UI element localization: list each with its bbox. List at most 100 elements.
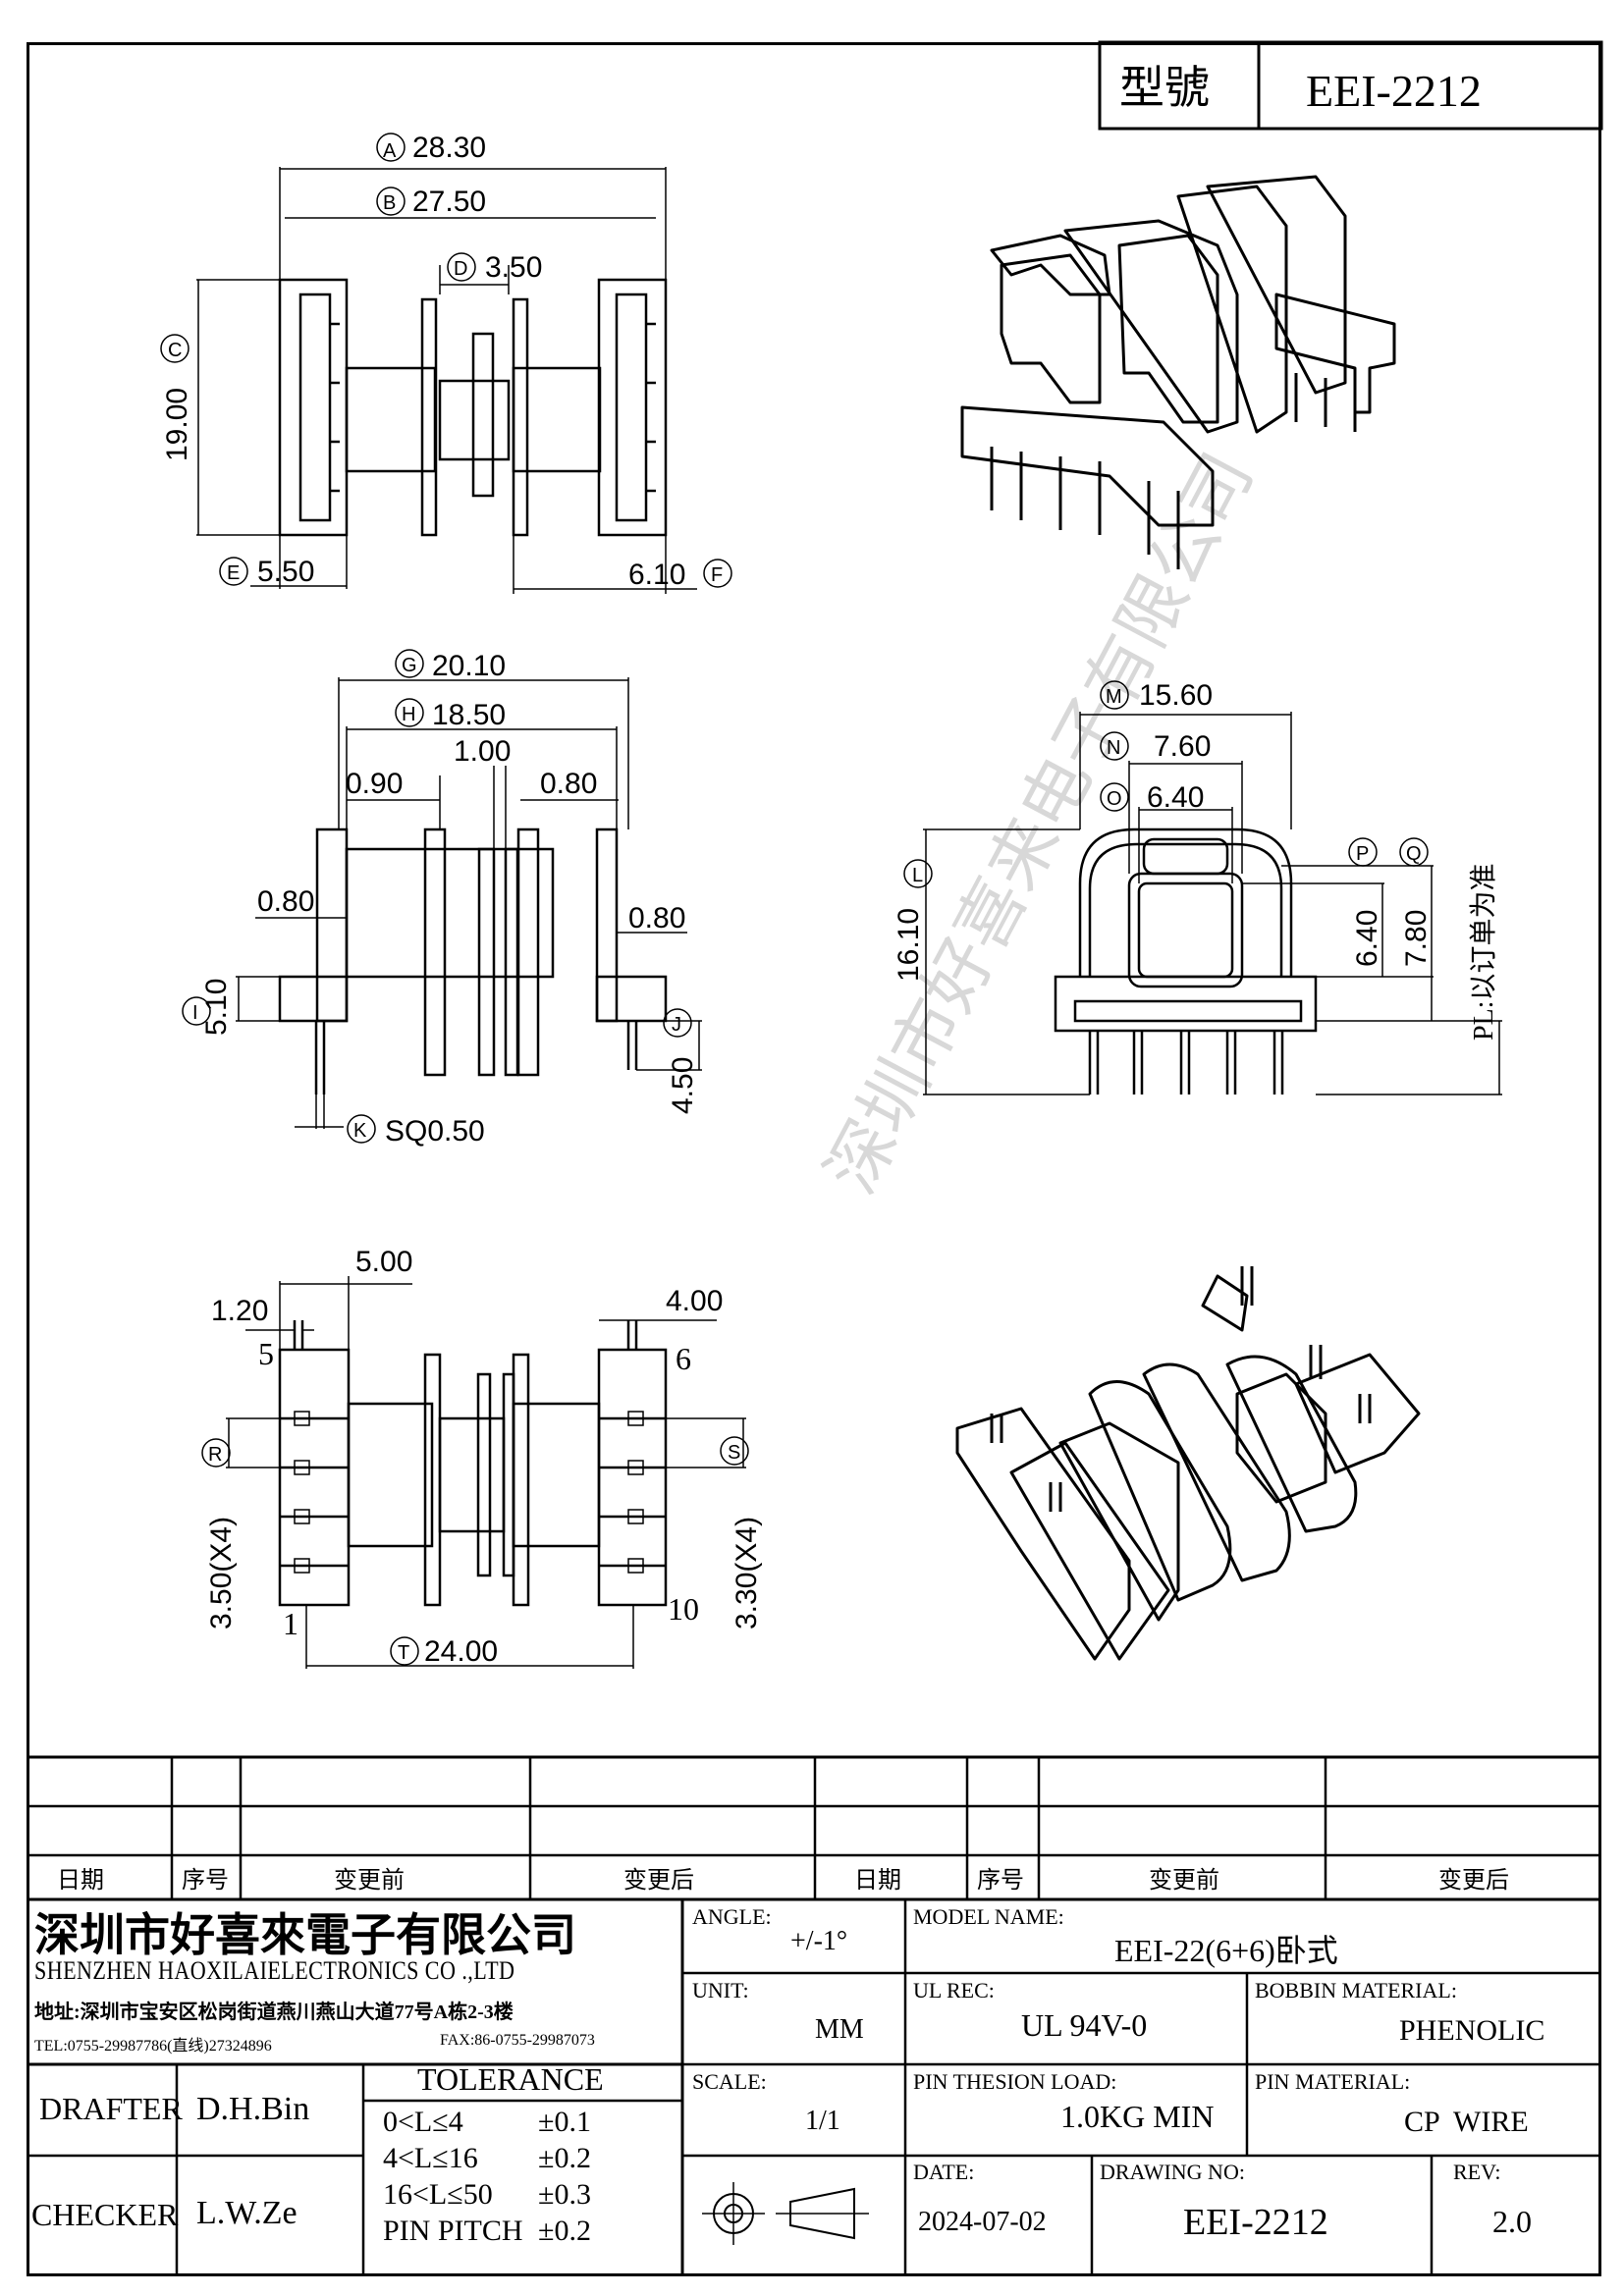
pin-load-value: 1.0KG MIN [1060,2099,1215,2134]
company-name-en: SHENZHEN HAOXILAIELECTRONICS CO .,LTD [34,1956,515,1985]
drafter-value: D.H.Bin [196,2091,310,2127]
dim-L: 16.10 [893,908,925,982]
watermark: 深圳市好喜来电子有限公司 [812,441,1267,1204]
checker-value: L.W.Ze [196,2195,298,2231]
bobbin-material-value: PHENOLIC [1399,2014,1545,2047]
dim-N: 7.60 [1154,730,1211,763]
model-title-block: 型號 EEI-2212 [1098,40,1603,131]
bobbin-material-label: BOBBIN MATERIAL: [1255,1978,1457,2002]
bottom-table-grid [27,1755,1601,2276]
checker-label: CHECKER [31,2197,179,2232]
tolerance-value-3: ±0.3 [538,2178,591,2211]
dim-left-small: 1.20 [211,1295,268,1327]
drafter-label: DRAFTER [39,2091,183,2126]
dim-letter-F: F [711,564,723,586]
dim-letter-G: G [402,655,417,676]
dim-left-gap: 0.90 [346,768,403,800]
company-fax: FAX:86-0755-29987073 [440,2032,595,2049]
tolerance-range-4: PIN PITCH [383,2215,523,2247]
company-name-cn: 深圳市好喜來電子有限公司 [34,1910,576,1960]
pin-1: 1 [283,1606,298,1641]
ul-rec-value: UL 94V-0 [1021,2007,1148,2043]
dim-letter-I: I [192,1002,198,1024]
dim-center-gap: 1.00 [454,735,511,768]
dim-F: 6.10 [628,559,685,591]
dim-B: 27.50 [412,186,486,218]
dim-letter-P: P [1356,843,1369,865]
dim-M: 15.60 [1139,679,1213,712]
dim-letter-H: H [402,704,415,725]
pin-load-label: PIN THESION LOAD: [913,2069,1117,2094]
tolerance-value-2: ±0.2 [538,2142,591,2174]
dim-letter-O: O [1107,788,1122,810]
dim-letter-J: J [672,1014,681,1036]
dim-H: 18.50 [432,699,506,731]
dim-letter-N: N [1107,737,1120,759]
model-name-value: EEI-22(6+6)卧式 [1114,1933,1338,1968]
company-tel: TEL:0755-29987786(直线)27324896 [34,2038,272,2055]
scale-label: SCALE: [692,2069,767,2094]
pin-5: 5 [258,1336,274,1371]
dim-G: 20.10 [432,650,506,682]
unit-value: MM [815,2014,864,2045]
dim-P: 6.40 [1351,910,1383,967]
dim-E: 5.50 [257,556,314,588]
pin-6: 6 [676,1341,691,1376]
dim-width-top: 5.00 [355,1246,412,1278]
drawing-no-value: EEI-2212 [1183,2202,1328,2243]
rev-header-date-2: 日期 [854,1868,901,1894]
ul-rec-label: UL REC: [913,1978,995,2002]
dim-right-top: 4.00 [666,1285,723,1317]
front-view [236,677,702,1129]
dim-R: 3.50(X4) [205,1517,238,1629]
dim-letter-E: E [227,562,240,584]
model-name-label: MODEL NAME: [913,1904,1064,1929]
dim-Q: 7.80 [1400,910,1433,967]
dim-T: 24.00 [424,1635,498,1668]
date-label: DATE: [913,2160,975,2184]
scale-value: 1/1 [805,2106,840,2136]
dim-I: 5.10 [200,979,233,1036]
tolerance-range-3: 16<L≤50 [383,2178,493,2211]
pin-material-value: CP WIRE [1404,2106,1529,2138]
dim-C: 19.00 [161,388,193,461]
dim-right-gap: 0.80 [540,768,597,800]
dim-letter-T: T [398,1642,409,1664]
dim-right-flange: 0.80 [628,902,685,934]
rev-label: REV: [1453,2160,1501,2184]
rev-header-before-2: 变更前 [1149,1868,1219,1894]
drawing-frame [27,42,1601,2276]
model-label: 型號 [1119,63,1210,113]
date-value: 2024-07-02 [918,2207,1047,2237]
rev-header-before-1: 变更前 [334,1868,405,1894]
drawing-no-label: DRAWING NO: [1100,2160,1245,2184]
dim-letter-K: K [353,1120,367,1142]
tolerance-value-4: ±0.2 [538,2215,591,2247]
unit-label: UNIT: [692,1978,749,2002]
pin-material-label: PIN MATERIAL: [1255,2069,1411,2094]
pl-note: PL:以订单为准 [1468,864,1499,1041]
rev-header-seq-1: 序号 [182,1868,229,1894]
dim-A: 28.30 [412,132,486,164]
dim-D: 3.50 [485,251,542,284]
dim-letter-R: R [208,1444,222,1466]
isometric-bottom-view [955,1266,1421,1661]
dim-letter-M: M [1106,686,1122,708]
model-value: EEI-2212 [1306,66,1482,116]
dim-left-flange: 0.80 [257,885,314,918]
isometric-top-view [960,175,1396,569]
dim-letter-A: A [383,140,397,162]
dim-K: SQ0.50 [385,1115,485,1148]
dim-letter-D: D [454,258,467,280]
rev-header-date-1: 日期 [57,1868,104,1894]
rev-header-after-2: 变更后 [1438,1868,1509,1894]
dim-O: 6.40 [1147,781,1204,814]
dim-letter-B: B [383,192,396,214]
bottom-view [226,1276,746,1669]
angle-label: ANGLE: [692,1904,772,1929]
dim-J: 4.50 [667,1057,699,1114]
dim-letter-L: L [912,865,923,886]
angle-value: +/-1° [790,1926,848,1956]
